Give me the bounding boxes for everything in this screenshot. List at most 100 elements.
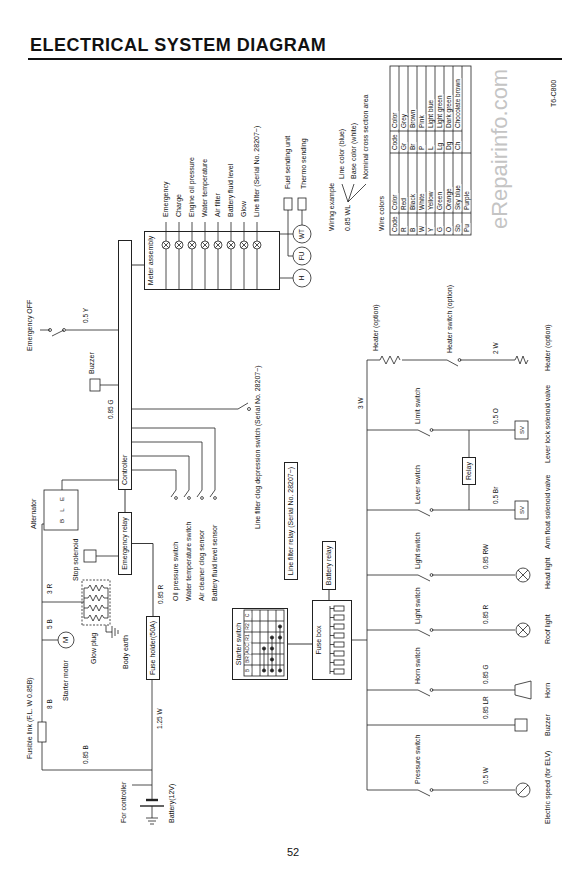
gauge-letter: FU <box>298 251 305 262</box>
alternator <box>62 480 118 490</box>
part-label: Starter motor <box>62 659 70 702</box>
glow-plug-coil <box>84 585 108 591</box>
indicator-lamp <box>240 241 248 249</box>
indicator-lamp <box>253 241 261 249</box>
stop-solenoid <box>84 550 96 562</box>
lamp-wire <box>257 222 258 290</box>
lamp-symbol <box>516 623 530 637</box>
wire-label: 3 W <box>357 396 364 410</box>
load-label: Heater (option) <box>544 323 552 372</box>
fuse-symbol <box>334 642 344 647</box>
table-cell: R <box>400 226 407 233</box>
part-label: Heater switch (option) <box>446 284 454 354</box>
lamp-cross <box>163 242 169 248</box>
sensor-contact <box>175 497 178 500</box>
table-cell: Yellow <box>427 190 434 211</box>
diagram-area: For controllerBattery(12V)Fusible link (… <box>22 55 567 830</box>
starter-switch-grid <box>262 625 281 672</box>
part-label: Water temperature switch <box>185 521 193 603</box>
starter-switch-box: Starter switch <box>232 608 288 680</box>
wire-color-table <box>390 131 471 213</box>
part-label: Thermo sending <box>300 137 308 190</box>
part-label: For controller <box>120 781 128 824</box>
glow-plug-coil <box>84 615 108 621</box>
table-cell: Y <box>427 227 434 233</box>
wire-label: 0.5 W <box>482 766 489 785</box>
lamp-cross <box>176 242 182 248</box>
part-label: Fuel sending unit <box>284 135 292 190</box>
page-title: ELECTRICAL SYSTEM DIAGRAM <box>30 36 326 56</box>
fuse-symbol <box>334 615 344 620</box>
part-label: Horn switch <box>414 646 422 685</box>
lamp-label: Glow <box>240 200 248 218</box>
terminal-letter: C <box>245 613 251 619</box>
wire-label: 0.5 O <box>492 407 499 425</box>
clog-switch <box>132 403 248 409</box>
box-title: Relay <box>465 462 473 480</box>
branch-wire <box>367 510 515 516</box>
buzzer-symbol <box>90 379 100 391</box>
fuse-lead <box>330 608 334 609</box>
part-label: Limit switch <box>414 387 422 425</box>
table-cell: B <box>409 227 416 233</box>
box-title: Controller <box>121 455 129 485</box>
terminal-letter: L <box>59 507 66 512</box>
part-label: Line filter clog depression switch (Seri… <box>254 364 262 530</box>
watermark: eRepairinfo.com <box>488 68 512 230</box>
fuse-symbol <box>334 660 344 665</box>
wire-code: 0.85 WL <box>344 204 352 232</box>
starter-switch-grid <box>244 610 284 676</box>
lamp-cross <box>254 242 260 248</box>
starter-motor <box>58 632 74 648</box>
solenoid-valve-symbol <box>515 421 528 439</box>
lamp-label: Air filter <box>214 192 222 218</box>
relay-box: Battery relay <box>322 541 336 590</box>
indicator-lamp <box>201 241 209 249</box>
lamp-wire <box>218 222 219 290</box>
table-cell: Black <box>409 193 416 211</box>
speed-solenoid-mark <box>518 785 528 795</box>
part-label: Light switch <box>414 586 422 625</box>
part-label: Battery(12V) <box>168 783 176 824</box>
lamp-label: Engine oil pressure <box>188 156 196 218</box>
table-cell: Light blue <box>427 99 434 129</box>
switch-contact <box>430 429 433 432</box>
fusible-link <box>38 722 46 742</box>
sensor-wire <box>132 456 189 497</box>
table-cell: W <box>418 225 425 233</box>
branch-wire <box>367 630 515 636</box>
wire-label: 0.85 G <box>482 663 489 685</box>
terminal-letter: B <box>245 668 251 673</box>
table-cell: L <box>427 145 434 151</box>
branch-wire <box>367 360 515 366</box>
wire-color-table <box>390 66 471 235</box>
fuse-box-fuses <box>330 606 367 674</box>
relay-box: Emergency relay <box>118 512 132 575</box>
connector-wire <box>288 644 312 645</box>
lamp-wire <box>192 222 193 290</box>
glow-plug <box>82 580 110 625</box>
lamp-label: Line filter (Serial No. 28207~) <box>253 125 261 218</box>
glow-plug-coil <box>84 605 108 611</box>
emergency-off-switch <box>40 330 118 336</box>
starter-motor <box>42 632 74 648</box>
wire-label: 1.25 W <box>156 707 163 730</box>
note-label: Wire colors <box>378 195 386 232</box>
starter-motor <box>42 640 58 641</box>
fuse-lead <box>330 653 334 654</box>
table-cell: Red <box>400 197 407 211</box>
table-cell: Purple <box>463 190 470 211</box>
heater-element <box>380 356 400 364</box>
buzzer-symbol <box>515 719 527 731</box>
stop-solenoid <box>96 556 118 557</box>
fuse-holder-box: Fuse holder(50A) <box>146 616 160 680</box>
fuse-symbol <box>334 633 344 638</box>
lamp-cross <box>228 242 234 248</box>
lamp-cross <box>189 242 195 248</box>
relay-box: Relay <box>462 457 476 485</box>
table-cell: Brown <box>409 109 416 129</box>
indicator-lamp <box>188 241 196 249</box>
box-title: Fuse holder(50A) <box>149 621 157 675</box>
title-rule <box>28 58 562 60</box>
table-cell: Pink <box>418 114 425 129</box>
